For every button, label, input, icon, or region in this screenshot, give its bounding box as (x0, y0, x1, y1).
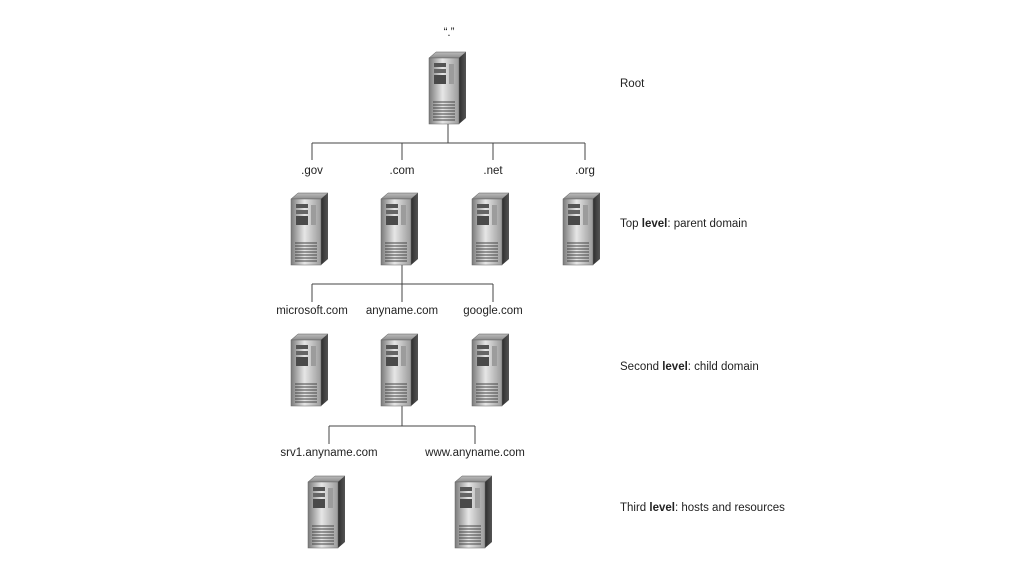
level-second-suffix: : child domain (687, 361, 759, 373)
gov-server-icon (290, 192, 329, 266)
net-server-icon (471, 192, 510, 266)
root-node-label: “.” (443, 27, 455, 39)
level-third-prefix: Third (620, 502, 650, 514)
level-root-text: Root (620, 78, 645, 90)
anyname-server-icon (380, 333, 419, 407)
tld-label-com: .com (389, 165, 415, 177)
third-level-label-srv1: srv1.anyname.com (280, 447, 378, 459)
connector-lines (311, 124, 586, 444)
level-top-suffix: : parent domain (667, 218, 748, 230)
tld-label-org: .org (575, 165, 595, 177)
level-label-root: Root (620, 78, 644, 90)
level-top-bold: level (641, 218, 668, 230)
second-level-label-google: google.com (463, 305, 523, 317)
www-server-icon (454, 475, 493, 549)
level-third-suffix: : hosts and resources (674, 502, 785, 514)
google-server-icon (471, 333, 510, 407)
level-label-second: Second level: child domain (620, 361, 759, 373)
root-server-icon (428, 51, 467, 125)
com-server-icon (380, 192, 419, 266)
second-level-label-microsoft: microsoft.com (276, 305, 348, 317)
level-third-bold: level (649, 502, 675, 514)
level-top-prefix: Top (620, 218, 642, 230)
tld-label-net: .net (483, 165, 503, 177)
tld-label-gov: .gov (301, 165, 323, 177)
level-second-prefix: Second (620, 361, 663, 373)
level-label-top: Top level: parent domain (620, 218, 747, 230)
level-label-third: Third level: hosts and resources (620, 502, 785, 514)
srv1-server-icon (307, 475, 346, 549)
second-level-label-anyname: anyname.com (365, 305, 439, 317)
microsoft-server-icon (290, 333, 329, 407)
org-server-icon (562, 192, 601, 266)
third-level-label-www: www.anyname.com (425, 447, 525, 459)
level-second-bold: level (662, 361, 688, 373)
